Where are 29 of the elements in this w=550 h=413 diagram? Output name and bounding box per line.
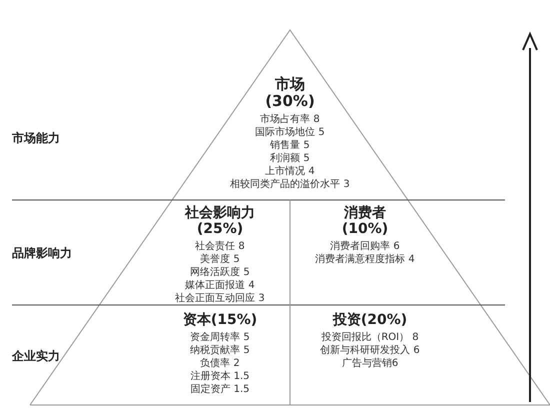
indicator-text: 纳税贡献率 5	[190, 344, 250, 357]
section-title: 投资(20%)	[332, 312, 408, 328]
section-title: 资本(15%)	[182, 312, 258, 328]
section-title: 社会影响力 (25%)	[184, 205, 256, 237]
tier-label: 企业实力	[12, 348, 60, 365]
indicator-text: 投资回报比（ROI） 8	[321, 331, 419, 344]
indicator-text: 广告与营销6	[342, 357, 398, 370]
indicator-text: 国际市场地位 5	[255, 126, 325, 139]
indicator-text: 美誉度 5	[200, 253, 240, 266]
indicator-text: 负债率 2	[200, 357, 240, 370]
indicator-text: 社会正面互动回应 3	[175, 292, 265, 305]
indicator-text: 上市情况 4	[265, 165, 315, 178]
indicator-text: 网络活跃度 5	[190, 266, 250, 279]
indicator-text: 相较同类产品的溢价水平 3	[230, 178, 350, 191]
section-title: 市场 (30%)	[264, 76, 316, 110]
tier-label: 品牌影响力	[12, 245, 72, 262]
indicator-text: 消费者回购率 6	[330, 240, 400, 253]
indicator-text: 消费者满意程度指标 4	[315, 253, 415, 266]
tier-label: 市场能力	[12, 130, 60, 147]
indicator-text: 资金周转率 5	[190, 331, 250, 344]
indicator-text: 媒体正面报道 4	[185, 279, 255, 292]
section-title: 消费者 (10%)	[340, 205, 390, 237]
indicator-text: 销售量 5	[270, 139, 310, 152]
indicator-text: 固定资产 1.5	[190, 383, 250, 396]
indicator-text: 创新与科研研发投入 6	[320, 344, 420, 357]
indicator-text: 市场占有率 8	[260, 113, 320, 126]
indicator-text: 社会责任 8	[195, 240, 245, 253]
indicator-text: 利润额 5	[270, 152, 310, 165]
indicator-text: 注册资本 1.5	[190, 370, 250, 383]
